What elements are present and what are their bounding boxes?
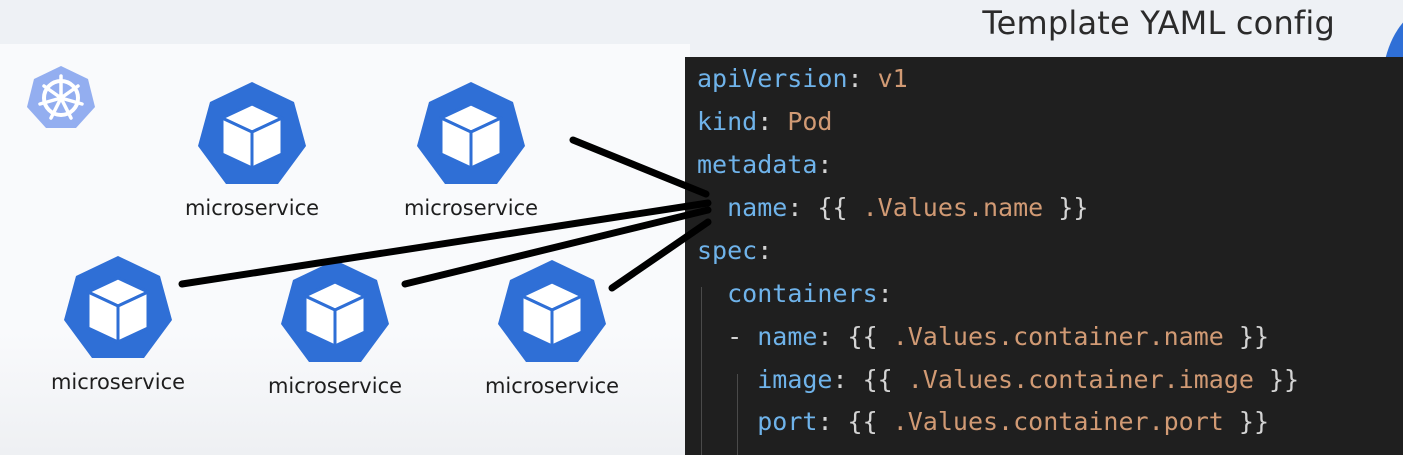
yaml-line-container-port: port: {{ .Values.container.port }} — [757, 407, 1269, 436]
yaml-line-metadata: metadata: — [697, 150, 833, 179]
microservice-label: microservice — [484, 374, 620, 398]
cube-icon — [198, 82, 306, 184]
cube-icon — [64, 256, 172, 358]
yaml-line-containers: containers: — [727, 279, 893, 308]
yaml-line-metadata-name: name: {{ .Values.name }} — [727, 193, 1089, 222]
kubernetes-logo-icon — [27, 66, 95, 128]
microservice-node-5: microservice — [472, 258, 632, 398]
yaml-line-spec: spec: — [697, 236, 773, 265]
cube-icon — [417, 82, 525, 184]
microservice-label: microservice — [267, 374, 403, 398]
yaml-line-kind: kind: Pod — [697, 107, 833, 136]
microservice-node-4: microservice — [255, 258, 415, 398]
yaml-code-panel: apiVersion: v1 kind: Pod metadata: name:… — [685, 57, 1403, 455]
cube-icon — [281, 260, 389, 362]
yaml-line-apiversion: apiVersion: v1 — [697, 64, 908, 93]
microservice-label: microservice — [403, 196, 539, 220]
microservice-label: microservice — [50, 370, 186, 394]
microservice-node-2: microservice — [391, 80, 551, 220]
yaml-line-container-image: image: {{ .Values.container.image }} — [757, 365, 1300, 394]
slide-title: Template YAML config — [982, 4, 1335, 42]
yaml-line-container-name: - name: {{ .Values.container.name }} — [727, 322, 1269, 351]
microservice-node-1: microservice — [172, 80, 332, 220]
microservice-node-3: microservice — [38, 254, 198, 394]
cube-icon — [498, 260, 606, 362]
microservice-label: microservice — [184, 196, 320, 220]
indent-guide — [701, 287, 702, 455]
indent-guide — [737, 374, 738, 455]
